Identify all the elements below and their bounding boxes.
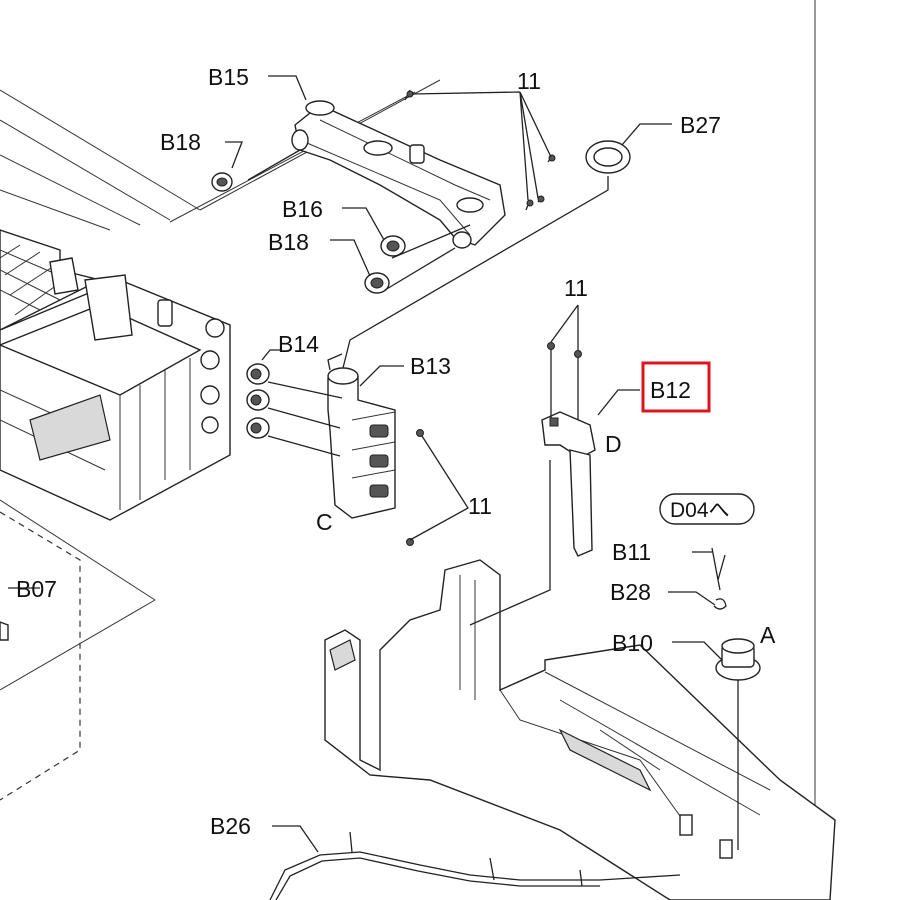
label-b18-mid: B18 <box>268 229 309 255</box>
label-b18-top: B18 <box>160 129 201 155</box>
frame-lines <box>0 79 441 691</box>
label-b26: B26 <box>210 813 251 839</box>
b10-b11-b28-parts <box>711 547 761 681</box>
label-d: D <box>605 431 622 457</box>
b12-highlight[interactable]: B12 <box>641 361 711 413</box>
label-d04: D04へ <box>670 499 730 522</box>
label-b07: B07 <box>16 576 57 602</box>
label-b13: B13 <box>410 353 451 379</box>
label-11-low: 11 <box>468 493 492 519</box>
label-11-mid: 11 <box>564 275 588 301</box>
b07-boundary <box>0 511 81 801</box>
label-b16: B16 <box>282 196 323 222</box>
b07-connector <box>0 621 9 641</box>
label-b10: B10 <box>612 630 653 656</box>
label-11-top: 11 <box>517 68 541 94</box>
b15-manifold <box>291 100 506 249</box>
d04-reference-box <box>659 493 755 525</box>
b12-bracket <box>541 411 596 557</box>
left-tray-assembly <box>0 229 231 521</box>
leader-lines <box>8 75 739 853</box>
label-b28: B28 <box>610 579 651 605</box>
b12-highlight-box <box>641 361 711 413</box>
label-a: A <box>760 622 776 648</box>
label-b12: B12 <box>650 377 691 403</box>
b26-harness <box>269 831 681 900</box>
label-b15: B15 <box>208 64 249 90</box>
label-b11: B11 <box>612 539 651 565</box>
b14-orings <box>246 363 270 439</box>
label-b14: B14 <box>278 331 319 357</box>
lower-base <box>324 559 836 900</box>
screws <box>404 89 582 546</box>
b13-valve-block <box>327 367 396 519</box>
d04-reference[interactable]: D04へ <box>659 493 755 525</box>
seals <box>211 140 631 294</box>
label-b27: B27 <box>680 112 721 138</box>
label-c: C <box>316 509 333 535</box>
